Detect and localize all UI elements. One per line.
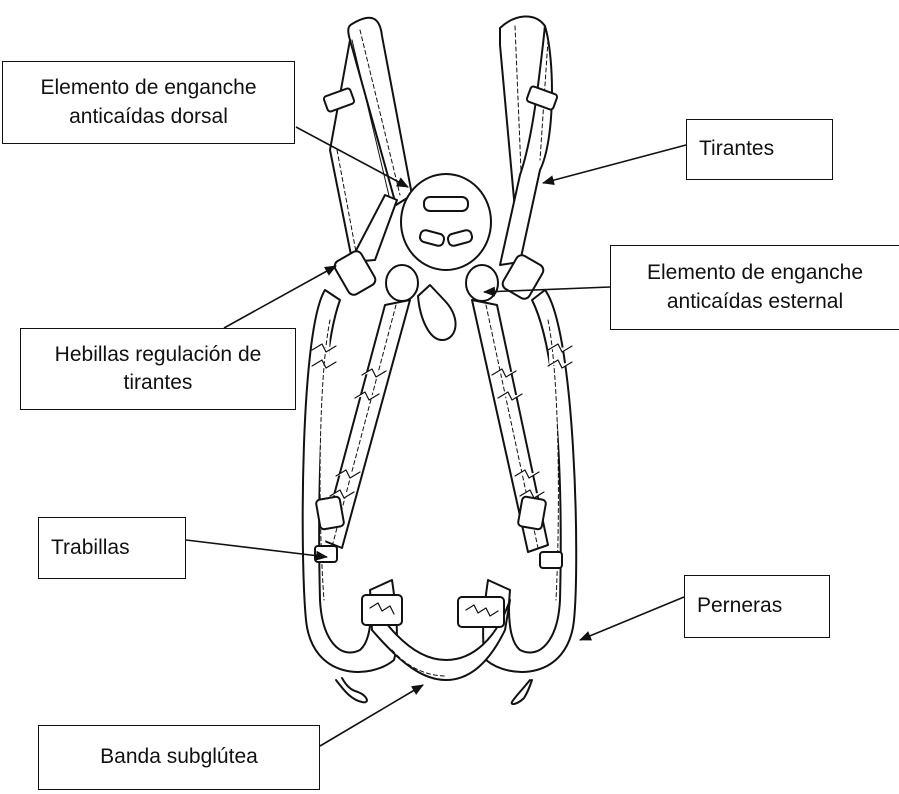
right-shoulder-strap (500, 16, 552, 265)
label-banda-text: Banda subglútea (100, 743, 258, 771)
label-dorsal-line1: Elemento de enganche (41, 74, 257, 102)
label-esternal-line2: anticaídas esternal (647, 288, 863, 316)
pointer-perneras (580, 597, 684, 640)
label-hebillas-line1: Hebillas regulación de (55, 341, 262, 369)
label-dorsal-attachment: Elemento de enganche anticaídas dorsal (2, 61, 295, 144)
left-shoulder-strap (330, 18, 412, 262)
label-trabillas: Trabillas (38, 517, 186, 579)
label-esternal-line1: Elemento de enganche (647, 259, 863, 287)
label-strap-buckles: Hebillas regulación de tirantes (20, 328, 296, 410)
label-dorsal-line2: anticaídas dorsal (41, 103, 257, 131)
label-trabillas-text: Trabillas (51, 534, 130, 562)
harness-drawing (303, 16, 577, 704)
label-subgluteal-band: Banda subglútea (38, 725, 320, 790)
label-tirantes-text: Tirantes (699, 135, 774, 163)
label-perneras-text: Perneras (697, 592, 782, 620)
label-hebillas-line2: tirantes (55, 369, 262, 397)
label-sternal-attachment: Elemento de enganche anticaídas esternal (610, 245, 899, 330)
label-perneras: Perneras (684, 575, 830, 638)
pointer-tirantes (543, 145, 686, 183)
label-tirantes: Tirantes (686, 119, 833, 180)
pointer-banda (320, 685, 423, 746)
dorsal-plate (401, 174, 491, 270)
